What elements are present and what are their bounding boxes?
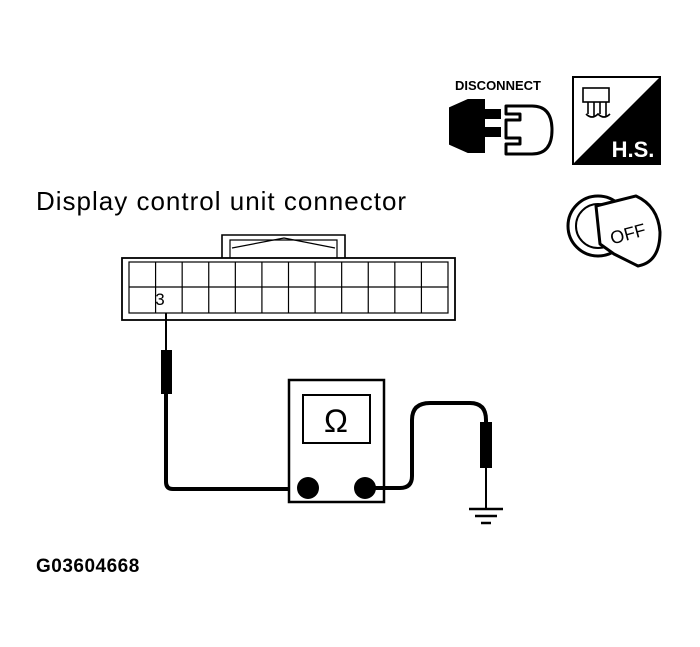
ground-probe: [365, 401, 492, 508]
connector: 3: [121, 234, 456, 321]
meter-terminal-left: [297, 477, 319, 499]
ohmmeter: Ω: [287, 378, 386, 504]
hs-label: H.S.: [612, 137, 655, 162]
left-probe: [161, 313, 308, 491]
harness-side-icon: H.S.: [572, 76, 661, 165]
figure-id: G03604668: [36, 556, 140, 577]
pin-grid: [129, 262, 448, 313]
connector-title: Display control unit connector: [36, 186, 407, 216]
disconnect-icon: DISCONNECT: [449, 78, 554, 156]
ohm-symbol: Ω: [324, 403, 348, 439]
ground-icon: [469, 507, 503, 525]
disconnect-label: DISCONNECT: [455, 78, 541, 93]
ignition-key-off-icon: OFF: [566, 194, 662, 268]
pin-3-label: 3: [155, 290, 164, 309]
